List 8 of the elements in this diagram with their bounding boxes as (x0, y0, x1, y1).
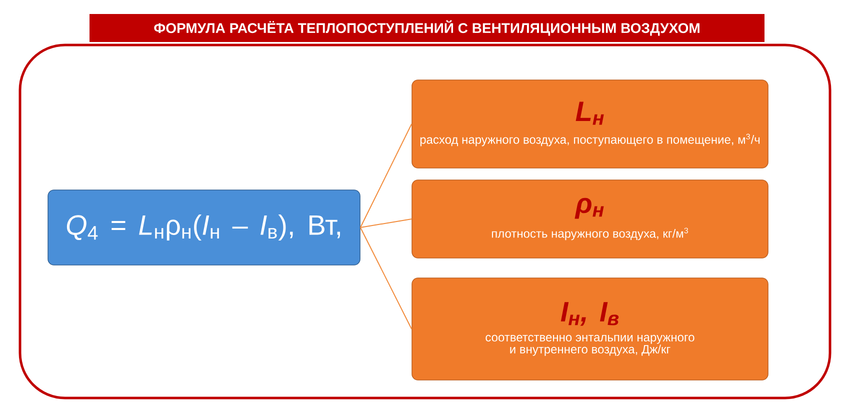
title-banner: ФОРМУЛА РАСЧЁТА ТЕПЛОПОСТУПЛЕНИЙ С ВЕНТИЛЯЦИОННЫМ ВОЗДУХОМ (90, 14, 764, 42)
connector-line (360, 123, 412, 228)
connector-line (360, 227, 412, 330)
definition-box: L$_{н}$ расход наружного воздуха, поступающего в помещение, м$^{3}$/ч (412, 80, 768, 168)
definition-box: I$_{н}$, I$_{в}$ соответственно энтальпии наружного и внутреннего воздуха, Дж/кг (412, 278, 768, 380)
connector-line (360, 218, 412, 228)
definition-box: ρ$_{н}$ плотность наружного воздуха, кг/м$^{3}$ (412, 180, 768, 258)
formula-box: Q$_{4}$ = L$_{н}$ρ$_{н}$(I$_{н}$ – I$_{в}$), Вт, (48, 190, 360, 266)
